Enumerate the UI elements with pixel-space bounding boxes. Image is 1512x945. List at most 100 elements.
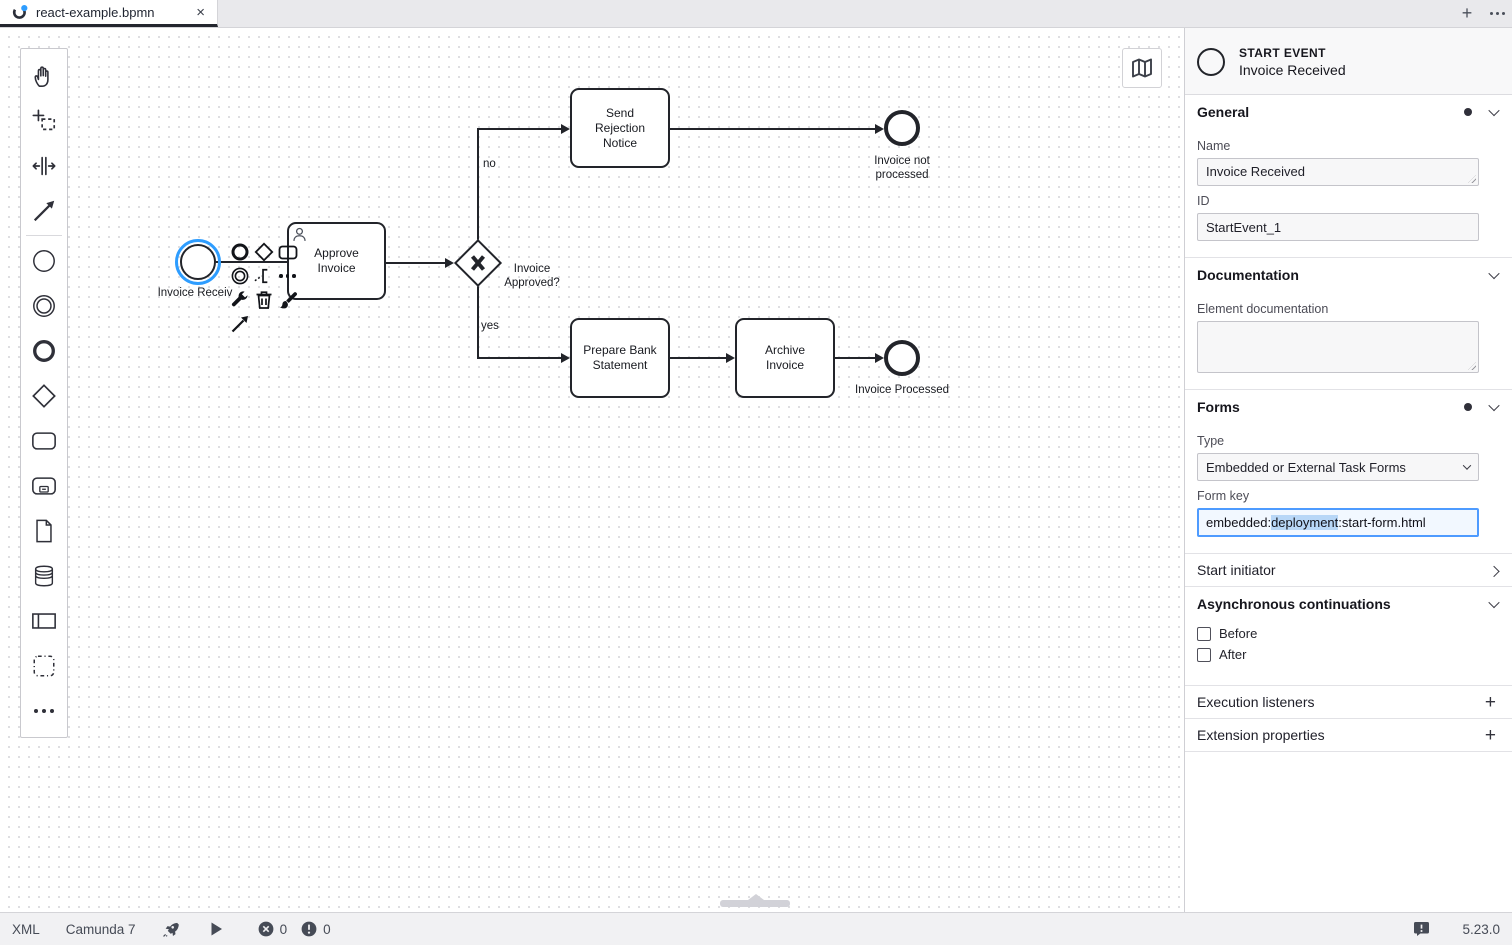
arrowhead: [726, 353, 735, 363]
change-type-button[interactable]: [229, 288, 250, 312]
form-key-field[interactable]: embedded:deployment:start-form.html: [1197, 508, 1479, 537]
group-forms: Forms Type Embedded or External Task For…: [1185, 390, 1512, 554]
after-checkbox[interactable]: [1197, 647, 1211, 662]
flow-approve-to-gateway[interactable]: [386, 262, 445, 264]
create-intermediate-event[interactable]: [21, 283, 67, 328]
group-title: Documentation: [1197, 267, 1299, 283]
set-color-button[interactable]: [277, 288, 298, 312]
form-type-select[interactable]: Embedded or External Task Forms: [1197, 453, 1479, 481]
flow-start-to-approve[interactable]: [216, 261, 287, 263]
error-count-value: 0: [279, 921, 288, 937]
create-gateway[interactable]: [21, 373, 67, 418]
task-approve-invoice[interactable]: Approve Invoice: [287, 222, 386, 300]
create-start-event-icon: [33, 249, 55, 272]
palette-separator: [26, 235, 62, 236]
bottom-panel-handle[interactable]: [720, 894, 790, 907]
tab-bar: react-example.bpmn × +: [0, 0, 1512, 28]
element-documentation-label: Element documentation: [1197, 302, 1329, 316]
append-intermediate-event-button[interactable]: [229, 264, 250, 288]
deploy-button[interactable]: [162, 921, 179, 938]
create-data-object[interactable]: [21, 508, 67, 553]
close-tab-button[interactable]: ×: [192, 5, 209, 20]
connect-button[interactable]: [229, 312, 250, 336]
flow-label-yes[interactable]: yes: [481, 320, 499, 332]
element-documentation-field[interactable]: [1197, 321, 1479, 373]
lasso-tool[interactable]: [21, 98, 67, 143]
flow-label-no[interactable]: no: [483, 158, 496, 170]
before-checkbox[interactable]: [1197, 626, 1211, 641]
flow-yes-vertical[interactable]: [477, 286, 479, 358]
create-task[interactable]: [21, 418, 67, 463]
engine-selector-button[interactable]: Camunda 7: [66, 922, 136, 937]
group-async-header[interactable]: Asynchronous continuations: [1185, 587, 1512, 621]
hand-tool[interactable]: [21, 53, 67, 98]
task-label: Send Rejection Notice: [594, 105, 646, 150]
start-instance-button[interactable]: [209, 921, 224, 937]
flow-no-horizontal[interactable]: [477, 128, 562, 130]
group-documentation-header[interactable]: Documentation: [1185, 258, 1512, 292]
group-start-initiator-header[interactable]: Start initiator: [1185, 554, 1512, 586]
minimap-toggle[interactable]: [1122, 48, 1162, 88]
group-execution-listeners-header[interactable]: Execution listeners +: [1185, 686, 1512, 718]
flow-archive-to-end[interactable]: [835, 357, 876, 359]
flow-yes-horizontal[interactable]: [477, 357, 562, 359]
global-connect-tool[interactable]: [21, 188, 67, 233]
end-event-invoice-not-processed[interactable]: [884, 110, 920, 146]
gateway-invoice-approved[interactable]: [453, 238, 503, 288]
create-start-event[interactable]: [21, 238, 67, 283]
append-end-event-button[interactable]: [229, 240, 250, 264]
group-extension-properties-header[interactable]: Extension properties +: [1185, 719, 1512, 751]
append-task-button[interactable]: [277, 240, 298, 264]
flow-no-vertical[interactable]: [477, 128, 479, 240]
create-subprocess[interactable]: [21, 463, 67, 508]
feedback-button[interactable]: [1413, 921, 1430, 937]
palette-more[interactable]: [21, 688, 67, 733]
create-participant[interactable]: [21, 598, 67, 643]
create-group[interactable]: [21, 643, 67, 688]
flow-rejection-to-end[interactable]: [670, 128, 876, 130]
tab-overflow-button[interactable]: [1482, 0, 1512, 27]
append-end-event-icon: [231, 243, 248, 261]
id-field[interactable]: [1197, 213, 1479, 241]
gateway-label[interactable]: Invoice Approved?: [504, 263, 560, 290]
task-archive-invoice[interactable]: Archive Invoice: [735, 318, 835, 398]
task-prepare-bank-statement[interactable]: Prepare Bank Statement: [570, 318, 670, 398]
group-general-header[interactable]: General: [1185, 95, 1512, 129]
bpmn-canvas[interactable]: Invoice Receiv Approve Invoice Invoice A…: [0, 28, 1184, 912]
new-tab-button[interactable]: +: [1452, 0, 1482, 27]
warning-count[interactable]: 0: [301, 921, 331, 937]
user-task-icon: [291, 226, 308, 243]
async-before-option[interactable]: Before: [1197, 623, 1479, 644]
space-tool[interactable]: [21, 143, 67, 188]
flow-prepare-to-archive[interactable]: [670, 357, 727, 359]
exclusive-gateway-x-icon: [470, 255, 486, 271]
start-event-label[interactable]: Invoice Receiv: [157, 287, 233, 299]
add-execution-listener-button[interactable]: +: [1484, 691, 1496, 713]
context-pad-more-button[interactable]: [277, 264, 298, 288]
end-event-invoice-processed[interactable]: [884, 340, 920, 376]
end-event-label[interactable]: Invoice not processed: [874, 155, 930, 182]
append-text-annotation-button[interactable]: [253, 264, 274, 288]
tab-react-example[interactable]: react-example.bpmn ×: [0, 0, 218, 27]
chevron-down-icon: [1488, 267, 1500, 280]
async-after-option[interactable]: After: [1197, 644, 1479, 665]
tab-title: react-example.bpmn: [36, 4, 155, 20]
create-data-object-icon: [36, 519, 52, 542]
new-tab-icon: +: [1461, 3, 1473, 23]
error-count[interactable]: 0: [258, 921, 288, 937]
end-event-label[interactable]: Invoice Processed: [855, 384, 949, 396]
append-intermediate-event-icon: [231, 267, 248, 285]
create-data-store[interactable]: [21, 553, 67, 598]
create-end-event[interactable]: [21, 328, 67, 373]
task-send-rejection-notice[interactable]: Send Rejection Notice: [570, 88, 670, 168]
start-event-invoice-received[interactable]: [180, 244, 216, 280]
xml-view-button[interactable]: XML: [12, 922, 40, 937]
create-subprocess-icon: [32, 476, 56, 495]
group-title: General: [1197, 104, 1250, 120]
append-gateway-button[interactable]: [253, 240, 274, 264]
group-forms-header[interactable]: Forms: [1185, 390, 1512, 424]
name-field[interactable]: Invoice Received: [1197, 158, 1479, 186]
delete-button[interactable]: [253, 288, 274, 312]
add-extension-property-button[interactable]: +: [1484, 724, 1496, 746]
warning-count-value: 0: [323, 921, 331, 937]
